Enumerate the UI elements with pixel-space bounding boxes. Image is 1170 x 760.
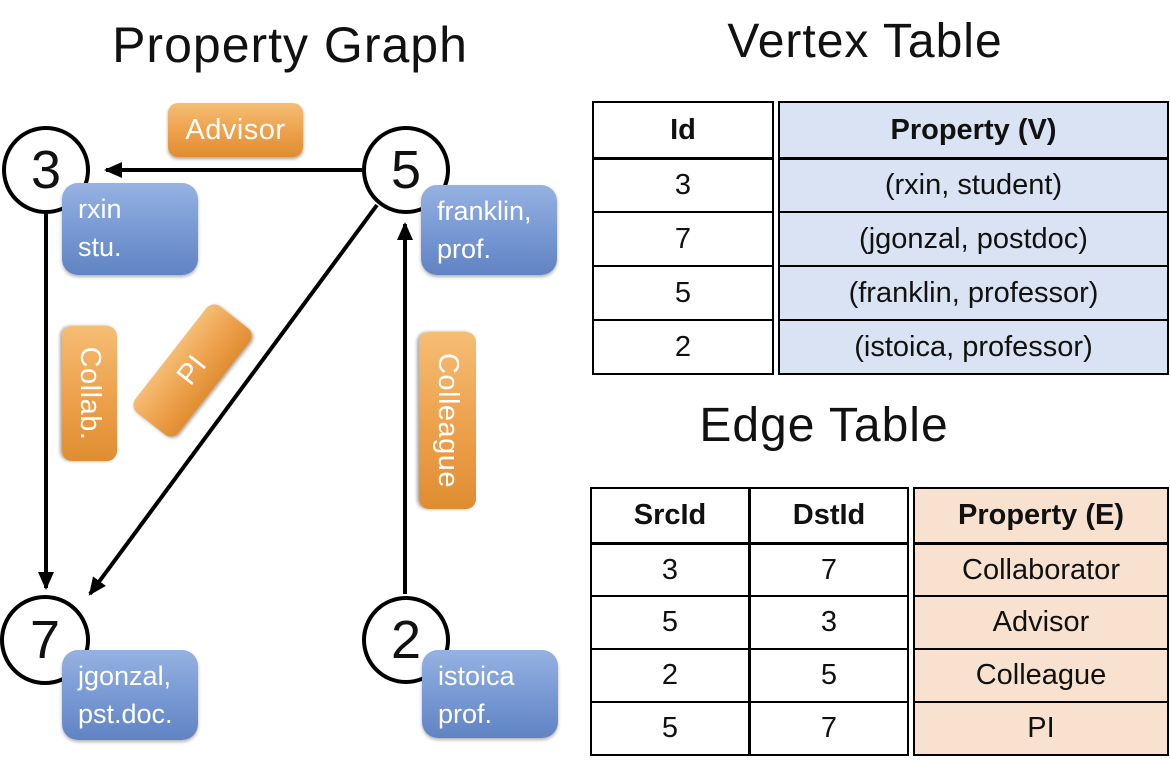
vertex-table-cell-id: 2 [594,319,772,373]
edge-table-cell-property: Collaborator [915,542,1167,595]
edge-table-cell-property: Colleague [915,648,1167,701]
edge-5-7-pi [88,203,379,596]
edge-table-cell-srcid: 5 [592,595,748,648]
vertex-table-cell-property: (rxin, student) [780,157,1167,211]
vertex-property-box-2-line2: prof. [438,699,493,729]
edge-table-cell-property: Advisor [915,595,1167,648]
vertex-table-title: Vertex Table [727,15,1003,68]
edge-label-advisor-text: Advisor [185,113,286,146]
edge-table-header-dstid: DstId [792,499,866,531]
edge-table-cell-dstid: 7 [751,701,907,754]
edge-label-advisor: Advisor [168,103,303,157]
graph-node-3-id: 3 [30,140,62,200]
edge-table-id-columns: SrcId 3 5 2 5 DstId 7 3 5 7 [590,487,909,756]
graph-node-5: 5 [362,126,450,214]
vertex-table-cell-id: 5 [594,265,772,319]
vertex-property-box-3-line2: stu. [78,232,122,262]
edge-table-cell-srcid: 2 [592,648,748,701]
edge-table-cell-srcid: 3 [592,542,748,595]
vertex-property-box-7-line1: jgonzal, [78,661,172,691]
vertex-property-box-5: franklin, prof. [421,185,557,275]
edge-label-collab: Collab. [62,326,117,461]
edge-table-cell-dstid: 3 [751,595,907,648]
vertex-table-cell-id: 3 [594,157,772,211]
vertex-property-box-7-line2: pst.doc. [78,699,173,729]
vertex-table-cell-property: (franklin, professor) [780,265,1167,319]
edge-table-property-column: Property (E) Collaborator Advisor Collea… [913,487,1169,756]
vertex-table-cell-id: 7 [594,211,772,265]
edge-label-colleague: Colleague [419,332,476,509]
edge-table-title: Edge Table [699,399,949,452]
graph-node-2-id: 2 [390,610,422,670]
vertex-property-box-5-line1: franklin, [437,196,532,226]
vertex-property-box-3-line1: rxin [78,194,122,224]
edge-label-colleague-text: Colleague [432,352,464,489]
edge-table-cell-dstid: 7 [751,542,907,595]
graph-edges-canvas [38,162,413,596]
vertex-property-box-2-line1: istoica [438,661,515,691]
property-graph-title: Property Graph [112,17,468,73]
vertex-table-cell-property: (jgonzal, postdoc) [780,211,1167,265]
vertex-table-property-column: Property (V) (rxin, student) (jgonzal, p… [778,101,1169,375]
graph-node-2: 2 [362,596,450,684]
vertex-property-box-3: rxin stu. [62,183,198,275]
edge-table-cell-property: PI [915,701,1167,754]
edge-table-cell-dstid: 5 [751,648,907,701]
edge-label-collab-text: Collab. [74,346,106,441]
vertex-table-header-id: Id [670,113,696,146]
graph-node-5-id: 5 [390,140,422,200]
graph-node-7-id: 7 [29,610,61,670]
edge-table-header-property: Property (E) [915,489,1167,542]
vertex-table-id-column: Id 3 7 5 2 [592,101,774,375]
edge-table-cell-srcid: 5 [592,701,748,754]
edge-table-header-srcid: SrcId [633,499,707,531]
edge-label-pi-text: PI [170,349,214,392]
vertex-table-header-property: Property (V) [780,103,1167,157]
vertex-property-box-5-line2: prof. [437,234,492,264]
vertex-table-cell-property: (istoica, professor) [780,319,1167,373]
vertex-property-box-2: istoica prof. [422,650,558,738]
vertex-property-box-7: jgonzal, pst.doc. [62,650,198,740]
